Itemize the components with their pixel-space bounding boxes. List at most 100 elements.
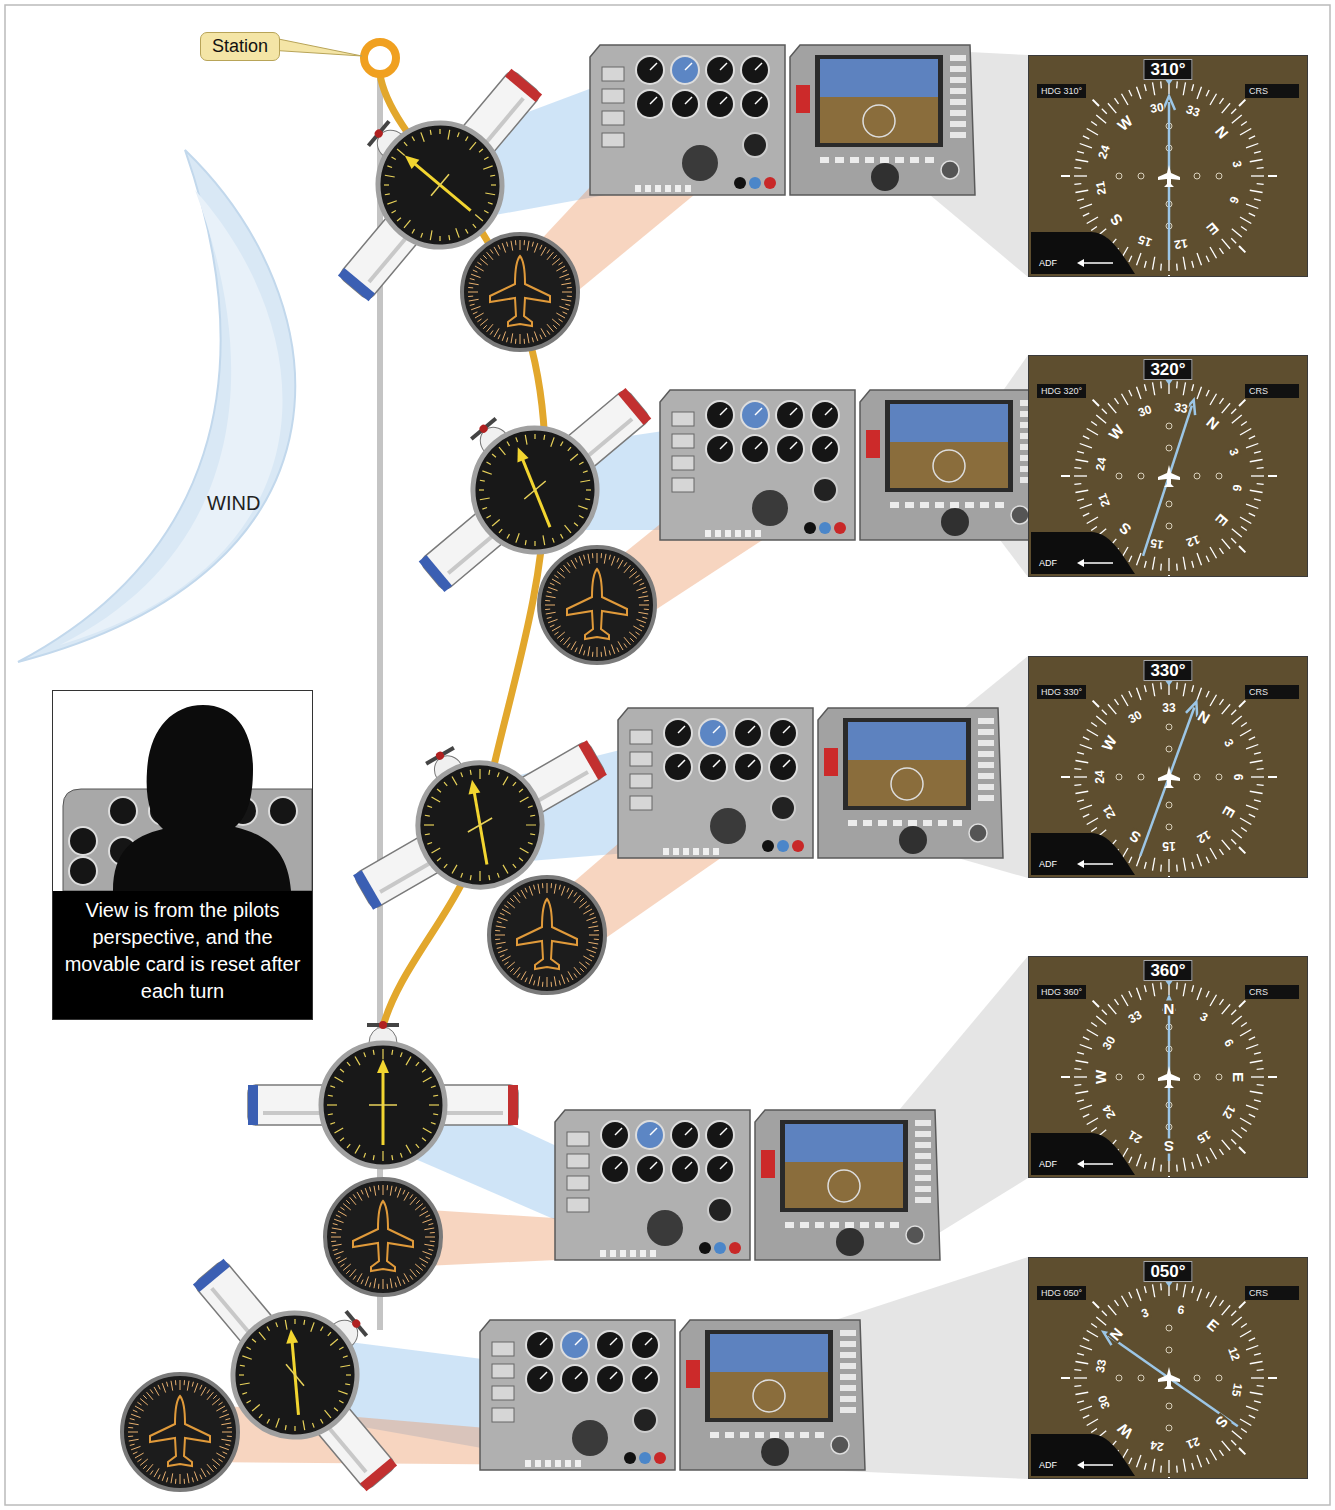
card-tick (1075, 1392, 1088, 1394)
card-tick (1206, 1292, 1209, 1298)
switch (910, 157, 919, 163)
bezel-mark (1168, 1176, 1170, 1177)
indicator-tick (333, 1224, 338, 1225)
card-tick (1160, 1165, 1162, 1172)
indicator-tick (507, 902, 515, 908)
indicator-body (325, 1179, 441, 1295)
bezel-mark (1268, 475, 1277, 477)
deviation-dot (1166, 802, 1172, 808)
dial-tick (345, 1382, 350, 1387)
indicator-tick (551, 883, 552, 888)
compass-card-label: 6 (1221, 1036, 1236, 1050)
switch (675, 185, 681, 192)
indicator-tick (192, 1477, 193, 1482)
indicator-tick (554, 976, 556, 986)
indicator-tick (374, 1278, 376, 1288)
card-tick (1074, 1377, 1087, 1378)
dial-tick (239, 1373, 244, 1378)
card-tick (1087, 1331, 1098, 1338)
indicator-tick (580, 968, 584, 972)
indicator-tick (483, 255, 487, 259)
indicator-tick (424, 1228, 434, 1230)
card-tick (1192, 985, 1194, 992)
indicator-tick (167, 1477, 168, 1482)
card-tick (1074, 1084, 1081, 1086)
card-tick (1080, 204, 1092, 208)
yoke-column (647, 1210, 683, 1246)
indicator-tick (496, 942, 506, 944)
indicator-tick (483, 325, 487, 329)
dial-tick (240, 1379, 250, 1388)
indicator-tick (475, 266, 484, 271)
switch (845, 1222, 854, 1228)
dial-tick (433, 1095, 438, 1097)
indicator-tick (604, 554, 606, 564)
card-tick (1168, 1460, 1169, 1473)
indicator-tick (502, 243, 505, 252)
dial-tick (475, 215, 483, 221)
bezel-button (915, 1175, 931, 1181)
card-tick (1192, 1162, 1194, 1169)
card-tick (1254, 151, 1261, 153)
card-tick (1176, 564, 1178, 571)
indicator-tick (497, 922, 502, 923)
dial-tick (499, 447, 505, 455)
indicator-tick (586, 917, 595, 920)
knob (906, 1226, 924, 1244)
switch-block (672, 456, 694, 470)
card-tick (1144, 862, 1146, 869)
softkey-label: ADF (1039, 258, 1057, 269)
indicator-tick (147, 1392, 153, 1400)
switch (725, 1432, 734, 1438)
gauge (269, 797, 297, 825)
indicator-tick (213, 1465, 217, 1469)
breaker (824, 748, 838, 776)
deviation-dot (1138, 473, 1144, 479)
card-tick (1197, 1455, 1201, 1467)
indicator-tick (563, 312, 568, 314)
card-tick (1251, 776, 1264, 777)
card-tick (1144, 84, 1146, 91)
adf-needle (401, 151, 475, 215)
bezel-button (840, 1363, 856, 1369)
compass-card-label: E (1204, 219, 1223, 238)
display-sky (785, 1124, 903, 1162)
dial-tick (480, 494, 490, 503)
dial-tick (355, 1057, 360, 1066)
indicator-tick (346, 1200, 350, 1204)
switch (980, 502, 989, 508)
indicator-tick (547, 252, 553, 260)
compass-card-label: E (1219, 803, 1238, 821)
card-tick (1129, 256, 1132, 262)
dial-tick (266, 1419, 271, 1423)
dial-tick (364, 1052, 366, 1057)
dial-tick (429, 1104, 439, 1105)
indicator-tick (415, 1204, 423, 1210)
bezel-mark (1239, 1448, 1245, 1454)
indicator-tick (584, 555, 585, 560)
card-tick (1250, 761, 1263, 763)
dial-tick (385, 171, 395, 180)
indicator-tick (567, 562, 570, 566)
card-tick (1246, 1346, 1258, 1350)
dial-mark (468, 818, 492, 832)
indicator-tick (618, 641, 623, 650)
heading-bug-readout: HDG 360° (1037, 985, 1086, 999)
gauge (776, 435, 804, 463)
card-tick (1129, 991, 1132, 997)
indicator-tick (547, 331, 550, 335)
indicator-tick (353, 1276, 356, 1280)
indicator-tick (135, 1453, 144, 1458)
indicator-tick (567, 287, 572, 288)
card-tick (1254, 1100, 1261, 1102)
softkey-label: ADF (1039, 859, 1057, 870)
indicator-tick (561, 974, 564, 983)
card-tick (1257, 1084, 1264, 1086)
indicator-tick (588, 926, 598, 928)
airplane-symbol (517, 899, 577, 969)
airplane-symbol (567, 569, 627, 639)
card-tick (1137, 988, 1141, 1000)
needle-head (377, 1059, 389, 1073)
gauge-needle (720, 408, 727, 415)
indicator-tick (534, 243, 537, 252)
